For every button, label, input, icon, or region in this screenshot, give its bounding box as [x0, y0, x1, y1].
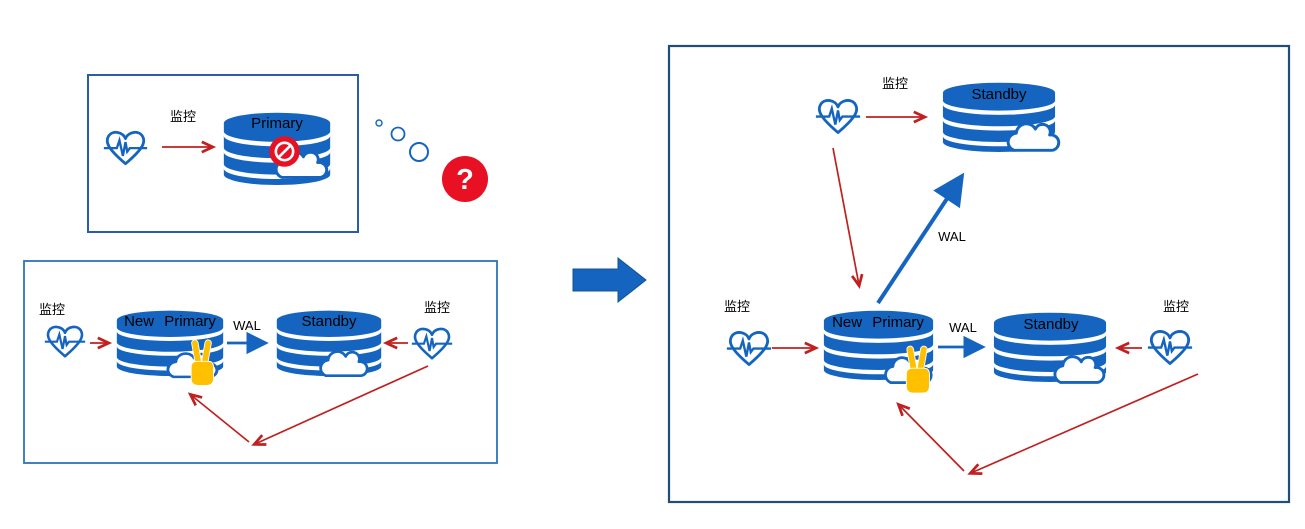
panel-result: 监控 Standby WAL 监控 New Primary WAL Standb… [667, 44, 1291, 504]
new-primary-db-label: New Primary [124, 313, 216, 330]
panel-failover: 监控 New Primary WAL Standby 监控 [23, 260, 498, 464]
panel-primary-failure: 监控 Primary ? [87, 74, 488, 233]
standby-db-label: Standby [1023, 316, 1079, 333]
panel-failover-border [23, 260, 498, 464]
promote-hand-icon [905, 345, 930, 394]
heartbeat-monitor-icon-left [726, 330, 772, 367]
monitor-arrow-to-new-primary [832, 147, 864, 290]
wal-label: WAL [233, 318, 261, 333]
transition-arrow [572, 256, 647, 304]
wal-replication-arrow-up [876, 172, 965, 305]
new-primary-db-label: New Primary [832, 314, 924, 331]
monitor-path-down-arrow [251, 365, 429, 446]
wal-up-label: WAL [938, 229, 966, 244]
monitor-path-up-arrow [187, 392, 250, 443]
panel-primary-failure-border [87, 74, 359, 233]
failure-ban-icon [268, 135, 301, 168]
heartbeat-monitor-icon-right [1147, 329, 1193, 366]
monitor-label: 监控 [170, 109, 196, 124]
standby-db-label: Standby [301, 313, 357, 330]
thought-dot-medium [390, 126, 406, 142]
standby-top-db-label: Standby [971, 86, 1027, 103]
monitor-label-right: 监控 [1163, 299, 1189, 314]
thought-dot-small [375, 119, 383, 127]
thought-dot-large [409, 142, 429, 162]
primary-db-label: Primary [251, 115, 303, 132]
question-mark: ? [456, 164, 474, 196]
panel-result-border [667, 44, 1291, 504]
heartbeat-monitor-icon-top [815, 98, 861, 135]
monitor-label-left: 监控 [39, 302, 65, 317]
question-badge [442, 156, 488, 202]
heartbeat-monitor-icon-right [411, 327, 453, 360]
monitor-label-right: 监控 [424, 300, 450, 315]
monitor-label-top: 监控 [882, 76, 908, 91]
monitor-label-left: 监控 [724, 299, 750, 314]
heartbeat-monitor-icon-left [44, 325, 86, 358]
monitor-path-down-arrow [967, 373, 1199, 475]
wal-label: WAL [949, 320, 977, 335]
monitor-path-up-arrow [896, 402, 965, 472]
heartbeat-monitor-icon [103, 130, 148, 166]
